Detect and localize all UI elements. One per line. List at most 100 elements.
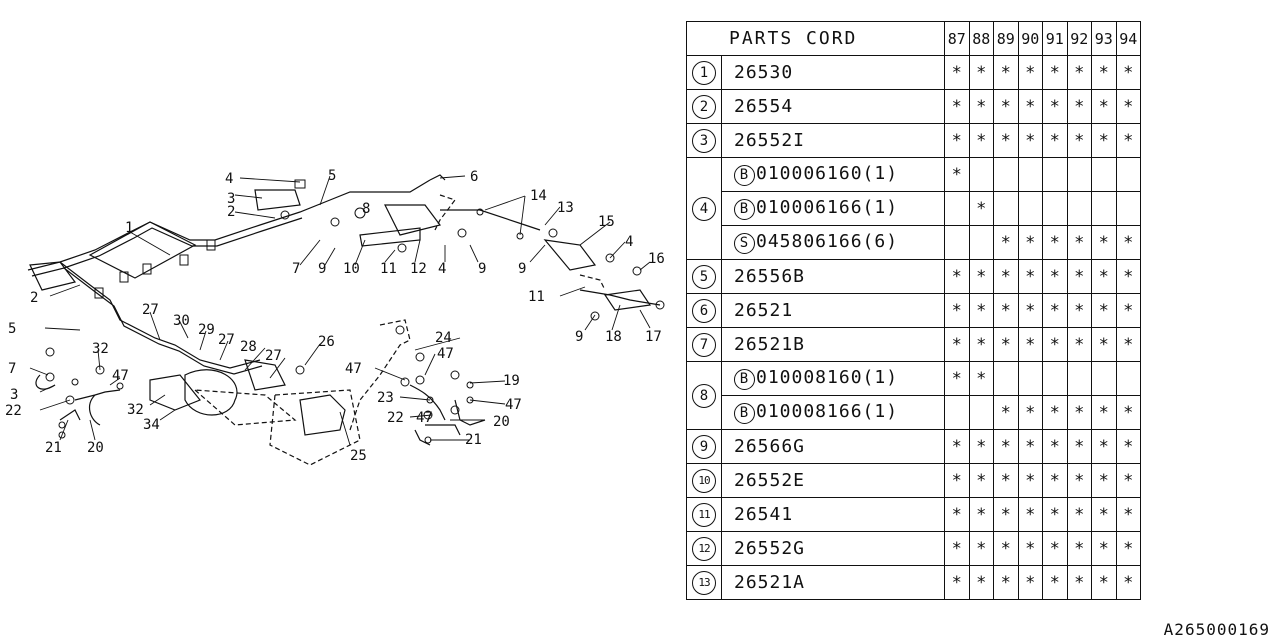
applicability-mark: * [1091, 293, 1117, 328]
circled-reference-number: 12 [692, 536, 716, 561]
applicability-mark [1066, 157, 1092, 192]
reference-number: 1 [686, 55, 722, 90]
applicability-mark: * [944, 157, 970, 192]
applicability-mark: * [1115, 531, 1141, 566]
part-code-cell: 26556B [721, 259, 945, 294]
applicability-mark [1091, 157, 1117, 192]
applicability-mark: * [993, 497, 1019, 532]
callout-label: 6 [470, 169, 478, 185]
circled-reference-number: 9 [692, 434, 716, 459]
applicability-mark: * [993, 395, 1019, 430]
applicability-mark: * [1017, 293, 1043, 328]
part-code-cell: 26521A [721, 565, 945, 600]
applicability-mark [968, 157, 994, 192]
applicability-mark: * [944, 429, 970, 464]
callout-label: 47 [345, 361, 362, 377]
applicability-mark: * [968, 327, 994, 362]
applicability-mark: * [1017, 327, 1043, 362]
applicability-mark: * [1091, 497, 1117, 532]
callout-label: 20 [493, 414, 510, 430]
applicability-mark [968, 225, 994, 260]
applicability-mark: * [1017, 565, 1043, 600]
fittings [45, 179, 665, 444]
callout-label: 24 [435, 330, 452, 346]
applicability-mark: * [1115, 293, 1141, 328]
part-prefix-badge: B [734, 369, 755, 390]
applicability-mark: * [993, 531, 1019, 566]
callout-label: 47 [112, 368, 129, 384]
circled-reference-number: 13 [692, 570, 716, 595]
callout-label: 22 [387, 410, 404, 426]
applicability-mark: * [1042, 259, 1068, 294]
applicability-mark: * [1066, 327, 1092, 362]
applicability-mark: * [993, 293, 1019, 328]
applicability-mark: * [1115, 565, 1141, 600]
applicability-mark [1017, 191, 1043, 226]
callout-label: 9 [478, 261, 486, 277]
part-code: 010006166(1) [756, 197, 899, 218]
applicability-mark: * [1017, 259, 1043, 294]
applicability-mark: * [1066, 89, 1092, 124]
callout-label: 3 [10, 387, 18, 403]
applicability-mark: * [1115, 89, 1141, 124]
applicability-mark: * [993, 55, 1019, 90]
applicability-mark: * [1066, 531, 1092, 566]
callout-leaders [29, 175, 651, 446]
applicability-mark [1042, 191, 1068, 226]
applicability-mark: * [968, 531, 994, 566]
circled-reference-number: 8 [692, 383, 716, 408]
reference-number: 5 [686, 259, 722, 294]
applicability-mark: * [1091, 531, 1117, 566]
callout-label: 14 [530, 188, 547, 204]
applicability-mark: * [1017, 395, 1043, 430]
applicability-mark: * [968, 497, 994, 532]
applicability-mark [944, 395, 970, 430]
part-prefix-badge: B [734, 199, 755, 220]
parts-cord-header: PARTS CORD [686, 21, 945, 56]
applicability-mark: * [993, 89, 1019, 124]
applicability-mark: * [944, 531, 970, 566]
figure-id: A265000169 [1163, 620, 1270, 639]
applicability-mark [1042, 361, 1068, 396]
callout-label: 16 [648, 251, 665, 267]
callout-label: 27 [265, 348, 282, 364]
applicability-mark: * [1066, 497, 1092, 532]
applicability-mark: * [1042, 55, 1068, 90]
applicability-mark: * [944, 123, 970, 158]
applicability-mark: * [1091, 123, 1117, 158]
callout-label: 27 [142, 302, 159, 318]
callout-label: 2 [227, 204, 235, 220]
callout-label: 5 [328, 168, 336, 184]
applicability-mark: * [1091, 395, 1117, 430]
year-column-header: 94 [1115, 21, 1141, 56]
applicability-mark: * [1042, 463, 1068, 498]
callout-label: 30 [173, 313, 190, 329]
callout-label: 8 [362, 201, 370, 217]
callout-numbers: 1 2 2 3 3 4 4 4 5 5 6 7 7 8 9 9 9 9 10 1… [5, 168, 665, 464]
callout-label: 32 [127, 402, 144, 418]
applicability-mark: * [944, 565, 970, 600]
part-code-cell: 26552E [721, 463, 945, 498]
applicability-mark: * [1091, 429, 1117, 464]
applicability-mark [1066, 361, 1092, 396]
applicability-mark: * [968, 565, 994, 600]
reference-number: 9 [686, 429, 722, 464]
applicability-mark: * [1042, 565, 1068, 600]
circled-reference-number: 7 [692, 332, 716, 357]
applicability-mark: * [1115, 55, 1141, 90]
applicability-mark: * [968, 259, 994, 294]
applicability-mark: * [1066, 55, 1092, 90]
part-code-cell: 26530 [721, 55, 945, 90]
year-column-header: 89 [993, 21, 1019, 56]
diagram-linework [27, 174, 661, 466]
applicability-mark: * [1017, 55, 1043, 90]
applicability-mark: * [1042, 497, 1068, 532]
applicability-mark: * [1066, 463, 1092, 498]
